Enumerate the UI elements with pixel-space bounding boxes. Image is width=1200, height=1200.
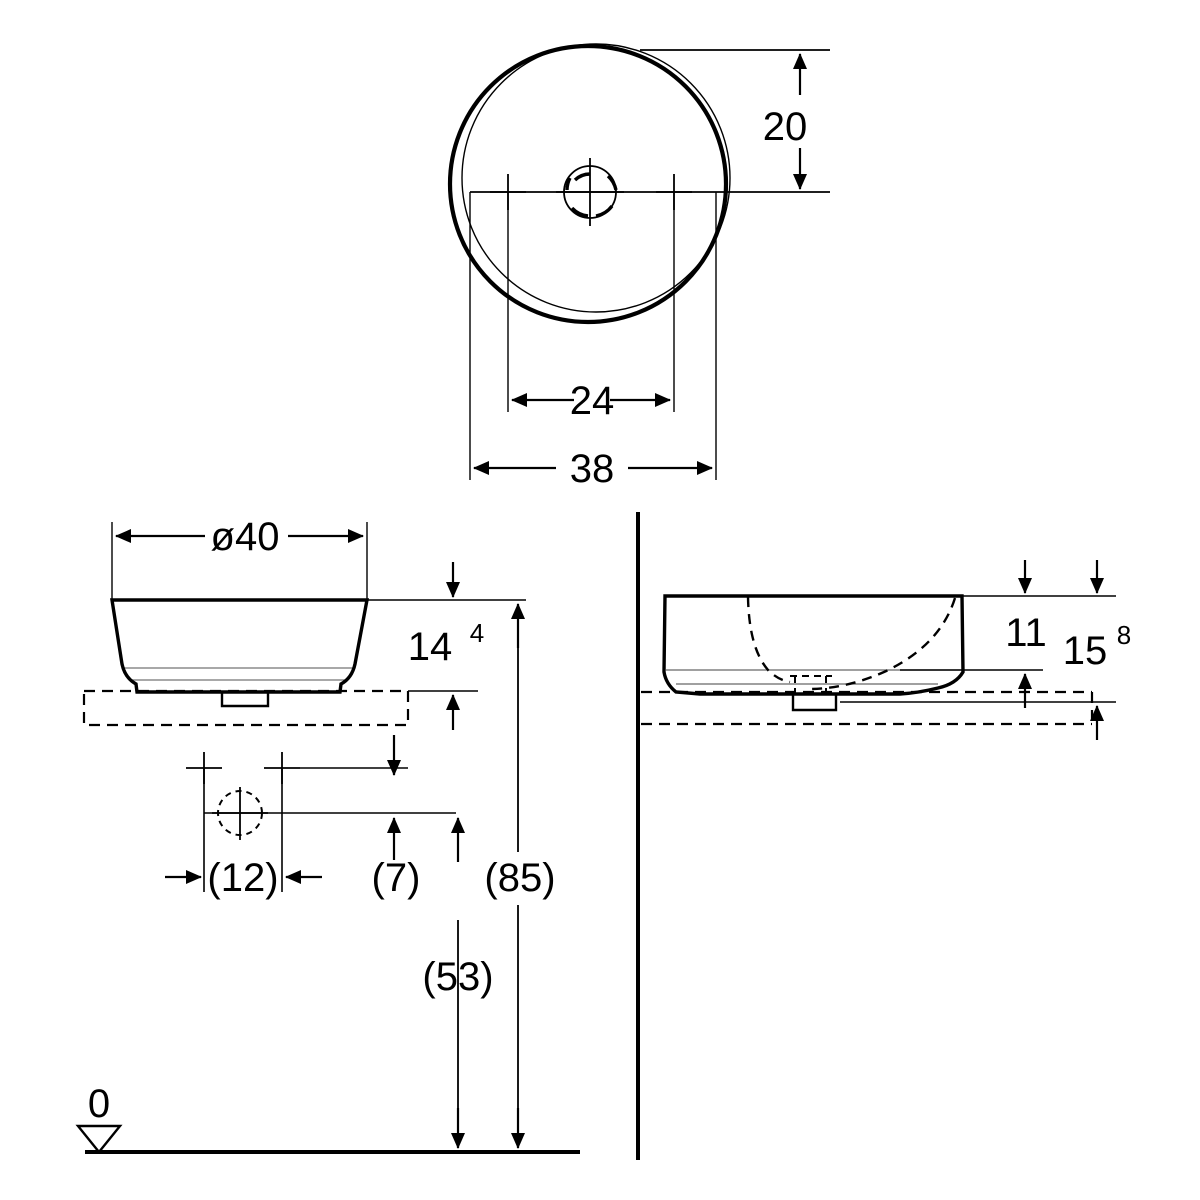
dim-label-12: (12) [207, 856, 278, 900]
basin-side-outline [662, 594, 965, 696]
dim-label-85: (85) [484, 856, 555, 900]
front-view-group: ø40 14 4 [75, 515, 580, 1154]
dim-label-14: 14 [408, 625, 453, 669]
bowl-interior-hidden-left [746, 596, 791, 684]
dim-label-11: 11 [1005, 611, 1047, 655]
top-view-group: 20 24 38 [447, 43, 830, 491]
basin-inner-circle [461, 43, 731, 313]
dim-label-20: 20 [763, 105, 808, 149]
basin-front-outline [110, 598, 370, 694]
dim-label-53: (53) [422, 955, 493, 999]
dim-label-diameter-40: ø40 [211, 515, 280, 559]
side-view-group: 11 15 8 [636, 512, 1131, 1160]
datum-triangle-icon [75, 1124, 123, 1154]
dim-label-7: (7) [372, 856, 421, 900]
outlet-throat-hidden [790, 675, 832, 700]
dim-label-38: 38 [570, 447, 615, 491]
drain-symbol [556, 158, 624, 226]
basin-outer-circle [447, 43, 729, 325]
basin-front-outlet-boss [220, 692, 270, 708]
datum-label-zero: 0 [88, 1082, 110, 1126]
bowl-interior-hidden-right [811, 597, 957, 691]
dim-label-15: 15 [1063, 629, 1108, 673]
dim-label-24: 24 [570, 379, 615, 423]
dim-label-15-superscript: 8 [1117, 620, 1131, 650]
basin-side-outlet-boss [791, 694, 838, 712]
dim-label-14-superscript: 4 [470, 618, 484, 648]
countertop-dashed-outline [82, 689, 410, 727]
